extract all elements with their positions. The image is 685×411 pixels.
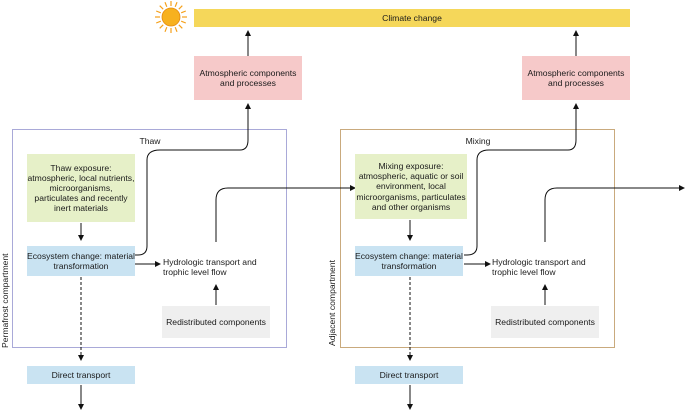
thaw-direct-transport-text: Direct transport [51,369,111,380]
thaw-redistributed-box: Redistributed components [162,306,270,338]
mixing-redistributed-box: Redistributed components [491,306,599,338]
atmospheric-left-label: Atmospheric components and processes [199,67,297,88]
arrow-mix-hydro-to-out [544,185,685,242]
mixing-direct-transport-text: Direct transport [379,369,439,380]
mixing-hydro-label: Hydrologic transport and trophic level f… [492,257,586,278]
climate-change-bar: Climate change [194,9,630,27]
permafrost-compartment-label: Permafrost compartment [0,253,10,348]
mixing-title: Mixing [465,136,491,146]
thaw-hydro-label: Hydrologic transport and trophic level f… [163,257,257,278]
thaw-title: Thaw [139,136,161,146]
arrow-thaw-hydro-to-mixing [215,185,356,242]
climate-change-label: Climate change [382,12,442,23]
sun-icon [155,1,187,33]
atmospheric-right-label: Atmospheric components and processes [527,67,625,88]
thaw-ecosystem-box: Ecosystem change: material transformatio… [27,246,135,276]
thaw-redistributed-text: Redistributed components [166,316,266,327]
permafrost-compartment-frame [12,129,287,348]
mixing-exposure-box: Mixing exposure: atmospheric, aquatic or… [355,154,467,219]
arrow-thaw-ecosystem-to-atmos [135,103,251,256]
mixing-exposure-text: Mixing exposure: atmospheric, aquatic or… [356,161,466,212]
mixing-ecosystem-box: Ecosystem change: material transformatio… [355,246,463,276]
adjacent-compartment-frame [340,129,615,348]
arrow-mix-ecosystem-to-atmos [464,103,579,256]
atmospheric-box-left: Atmospheric components and processes [194,56,302,100]
thaw-exposure-text: Thaw exposure: atmospheric, local nutrie… [27,162,135,214]
adjacent-compartment-label: Adjacent compartment [327,260,337,346]
mixing-ecosystem-text: Ecosystem change: material transformatio… [355,250,463,271]
thaw-direct-transport-box: Direct transport [27,366,135,384]
thaw-ecosystem-text: Ecosystem change: material transformatio… [27,250,135,271]
mixing-redistributed-text: Redistributed components [495,316,595,327]
thaw-exposure-box: Thaw exposure: atmospheric, local nutrie… [27,154,135,222]
mixing-direct-transport-box: Direct transport [355,366,463,384]
atmospheric-box-right: Atmospheric components and processes [522,56,630,100]
